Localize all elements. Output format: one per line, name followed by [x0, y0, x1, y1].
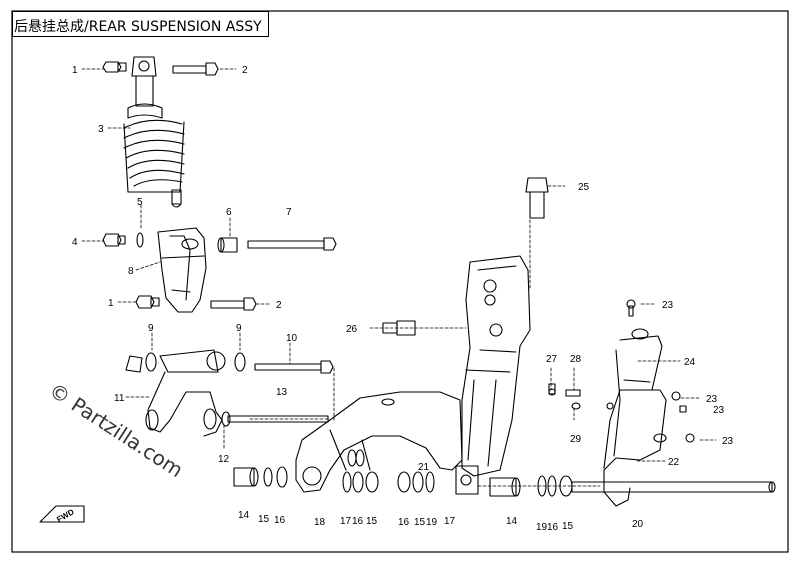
pin-13	[221, 411, 329, 427]
flange-nut-low	[135, 295, 160, 309]
callout-16-d: 16	[547, 522, 559, 533]
callout-18: 18	[314, 517, 326, 528]
outer-border	[11, 10, 789, 553]
callout-22: 22	[668, 457, 680, 468]
rocker-bracket	[157, 227, 207, 313]
callout-15-d: 15	[562, 521, 574, 532]
callout-28: 28	[570, 354, 582, 365]
bushing-set-left	[233, 466, 288, 488]
callout-24: 24	[684, 357, 696, 368]
callout-23-top: 23	[662, 300, 674, 311]
callout-16-b: 16	[352, 516, 364, 527]
callout-20: 20	[632, 519, 644, 530]
callout-15-left: 15	[258, 514, 270, 525]
bolt-10	[254, 360, 334, 374]
callout-19-b: 19	[536, 522, 548, 533]
callout-14-left: 14	[238, 510, 250, 521]
callout-8: 8	[128, 266, 134, 277]
callout-1-low: 1	[108, 298, 114, 309]
small-bolts	[548, 299, 695, 443]
callout-17-a: 17	[340, 516, 352, 527]
long-bolt-7	[247, 237, 337, 251]
callout-29: 29	[570, 434, 582, 445]
callout-7: 7	[286, 207, 292, 218]
axle-and-bracket	[571, 328, 776, 507]
callout-2: 2	[242, 65, 248, 76]
swing-arm	[295, 255, 531, 495]
flange-nut-top	[102, 61, 127, 73]
callout-23-mid2: 23	[713, 405, 725, 416]
bushing-6	[217, 237, 238, 253]
washer-5	[136, 232, 144, 248]
stud-26	[382, 320, 416, 336]
callout-labels: 1 2 3 4 5 6 7 8 1 2 9 9 10 11 12 13 14 1…	[55, 65, 733, 533]
bolt-low	[210, 297, 257, 311]
bolt-25	[525, 177, 549, 219]
callout-15-b: 15	[366, 516, 378, 527]
callout-16-c: 16	[398, 517, 410, 528]
fwd-arrow-icon	[39, 505, 85, 523]
callout-17-b: 17	[444, 516, 456, 527]
callout-6: 6	[226, 207, 232, 218]
callout-26: 26	[346, 324, 358, 335]
callout-27: 27	[546, 354, 558, 365]
callout-4: 4	[72, 237, 78, 248]
callout-21: 21	[418, 462, 430, 473]
linkage-11	[125, 349, 246, 437]
callout-16-left: 16	[274, 515, 286, 526]
callout-13: 13	[276, 387, 288, 398]
callout-19-a: 19	[426, 517, 438, 528]
callout-2-low: 2	[276, 300, 282, 311]
callout-23-mid: 23	[706, 394, 718, 405]
shock-absorber	[123, 56, 185, 208]
callout-11: 11	[114, 393, 125, 404]
callout-5: 5	[137, 197, 143, 208]
callout-1: 1	[72, 65, 78, 76]
bushing-set-center	[342, 449, 435, 493]
title-box	[12, 11, 269, 37]
page-title: 后悬挂总成/REAR SUSPENSION ASSY	[14, 19, 262, 35]
leader-lines	[81, 68, 717, 487]
callout-23-low: 23	[722, 436, 734, 447]
callout-25: 25	[578, 182, 590, 193]
callout-12: 12	[218, 454, 230, 465]
bolt-top	[172, 62, 219, 76]
flange-nut-mid	[102, 233, 126, 247]
callout-14-right: 14	[506, 516, 518, 527]
callout-9-right: 9	[236, 323, 242, 334]
callout-10: 10	[286, 333, 298, 344]
bushing-set-right	[489, 475, 573, 497]
callout-3: 3	[98, 124, 104, 135]
callout-15-c: 15	[414, 517, 426, 528]
callout-9-left: 9	[148, 323, 154, 334]
